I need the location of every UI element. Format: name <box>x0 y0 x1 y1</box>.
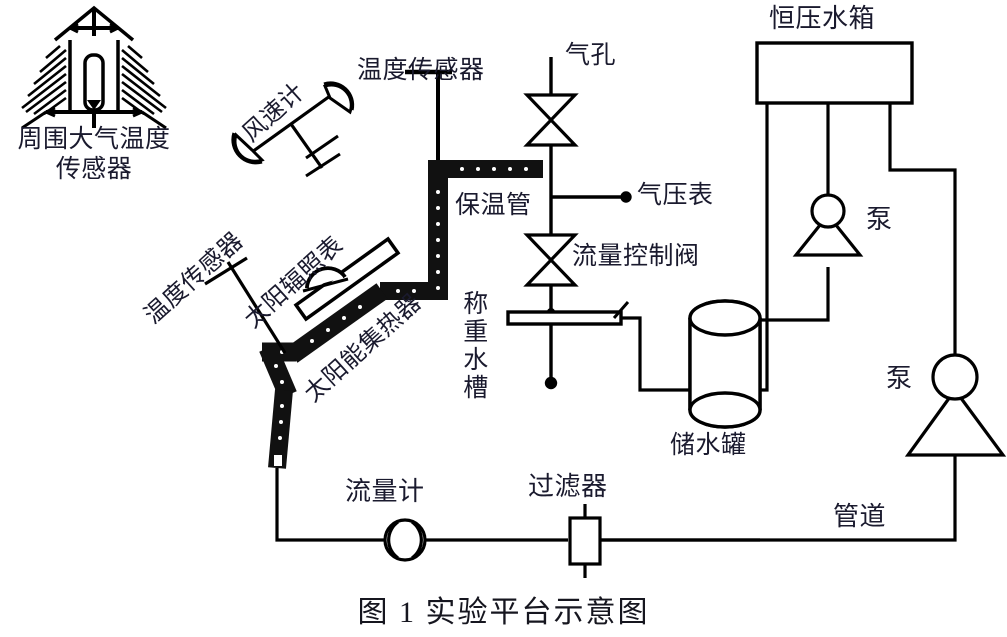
flow-control-valve-symbol <box>523 233 579 287</box>
pump-lower-label: 泵 <box>886 363 913 393</box>
temp-sensor-collector-symbol <box>204 256 287 354</box>
weighing-tank-symbol <box>506 301 630 390</box>
pump-upper-label: 泵 <box>866 204 893 234</box>
figure-caption: 图 1 实验平台示意图 <box>357 596 650 629</box>
constant-pressure-tank-symbol <box>755 41 914 105</box>
air-hole-valve-symbol <box>523 93 579 147</box>
ambient-temp-sensor-symbol <box>21 5 167 130</box>
flow-control-valve-label: 流量控制阀 <box>572 242 700 270</box>
water-storage-tank-label: 储水罐 <box>670 431 747 459</box>
ambient-temp-sensor-label: 周围大气温度 传感器 <box>4 126 184 183</box>
water-storage-tank-symbol <box>688 299 762 429</box>
bottom-pipeline <box>275 468 760 542</box>
right-piping <box>590 103 957 542</box>
weighing-tank-label-char-2: 重 <box>463 318 489 346</box>
temp-sensor-top-symbol <box>405 69 452 166</box>
weighing-tank-label-char-1: 称 <box>463 290 489 318</box>
weighing-to-tank-pipe <box>621 316 690 392</box>
filter-symbol <box>568 504 602 578</box>
temp-sensor-top-label: 温度传感器 <box>357 56 485 84</box>
solar-collector-symbol <box>293 236 401 322</box>
filter-label: 过滤器 <box>528 471 608 501</box>
flow-meter-symbol <box>383 518 427 562</box>
weighing-tank-label: 称 重 水 槽 <box>462 290 490 402</box>
weighing-tank-label-char-4: 槽 <box>463 374 489 402</box>
insulated-pipe-symbol <box>380 160 543 300</box>
pump-lower-symbol <box>904 353 1007 457</box>
weighing-tank-label-char-3: 水 <box>463 346 489 374</box>
constant-pressure-tank-label: 恒压水箱 <box>769 3 876 33</box>
pressure-gauge-tap <box>551 191 632 203</box>
pump-upper-symbol <box>792 193 864 257</box>
insulated-pipe-label: 保温管 <box>455 191 532 219</box>
air-hole-label: 气孔 <box>565 41 617 69</box>
ambient-temp-sensor-label-line2: 传感器 <box>55 155 133 184</box>
insulated-pipe-collector-run <box>259 283 388 469</box>
pipeline-label: 管道 <box>833 501 887 531</box>
ambient-temp-sensor-label-line1: 周围大气温度 <box>17 125 171 153</box>
pressure-gauge-label: 气压表 <box>637 181 714 209</box>
flow-meter-label: 流量计 <box>345 476 425 506</box>
anemometer-symbol <box>231 81 355 178</box>
